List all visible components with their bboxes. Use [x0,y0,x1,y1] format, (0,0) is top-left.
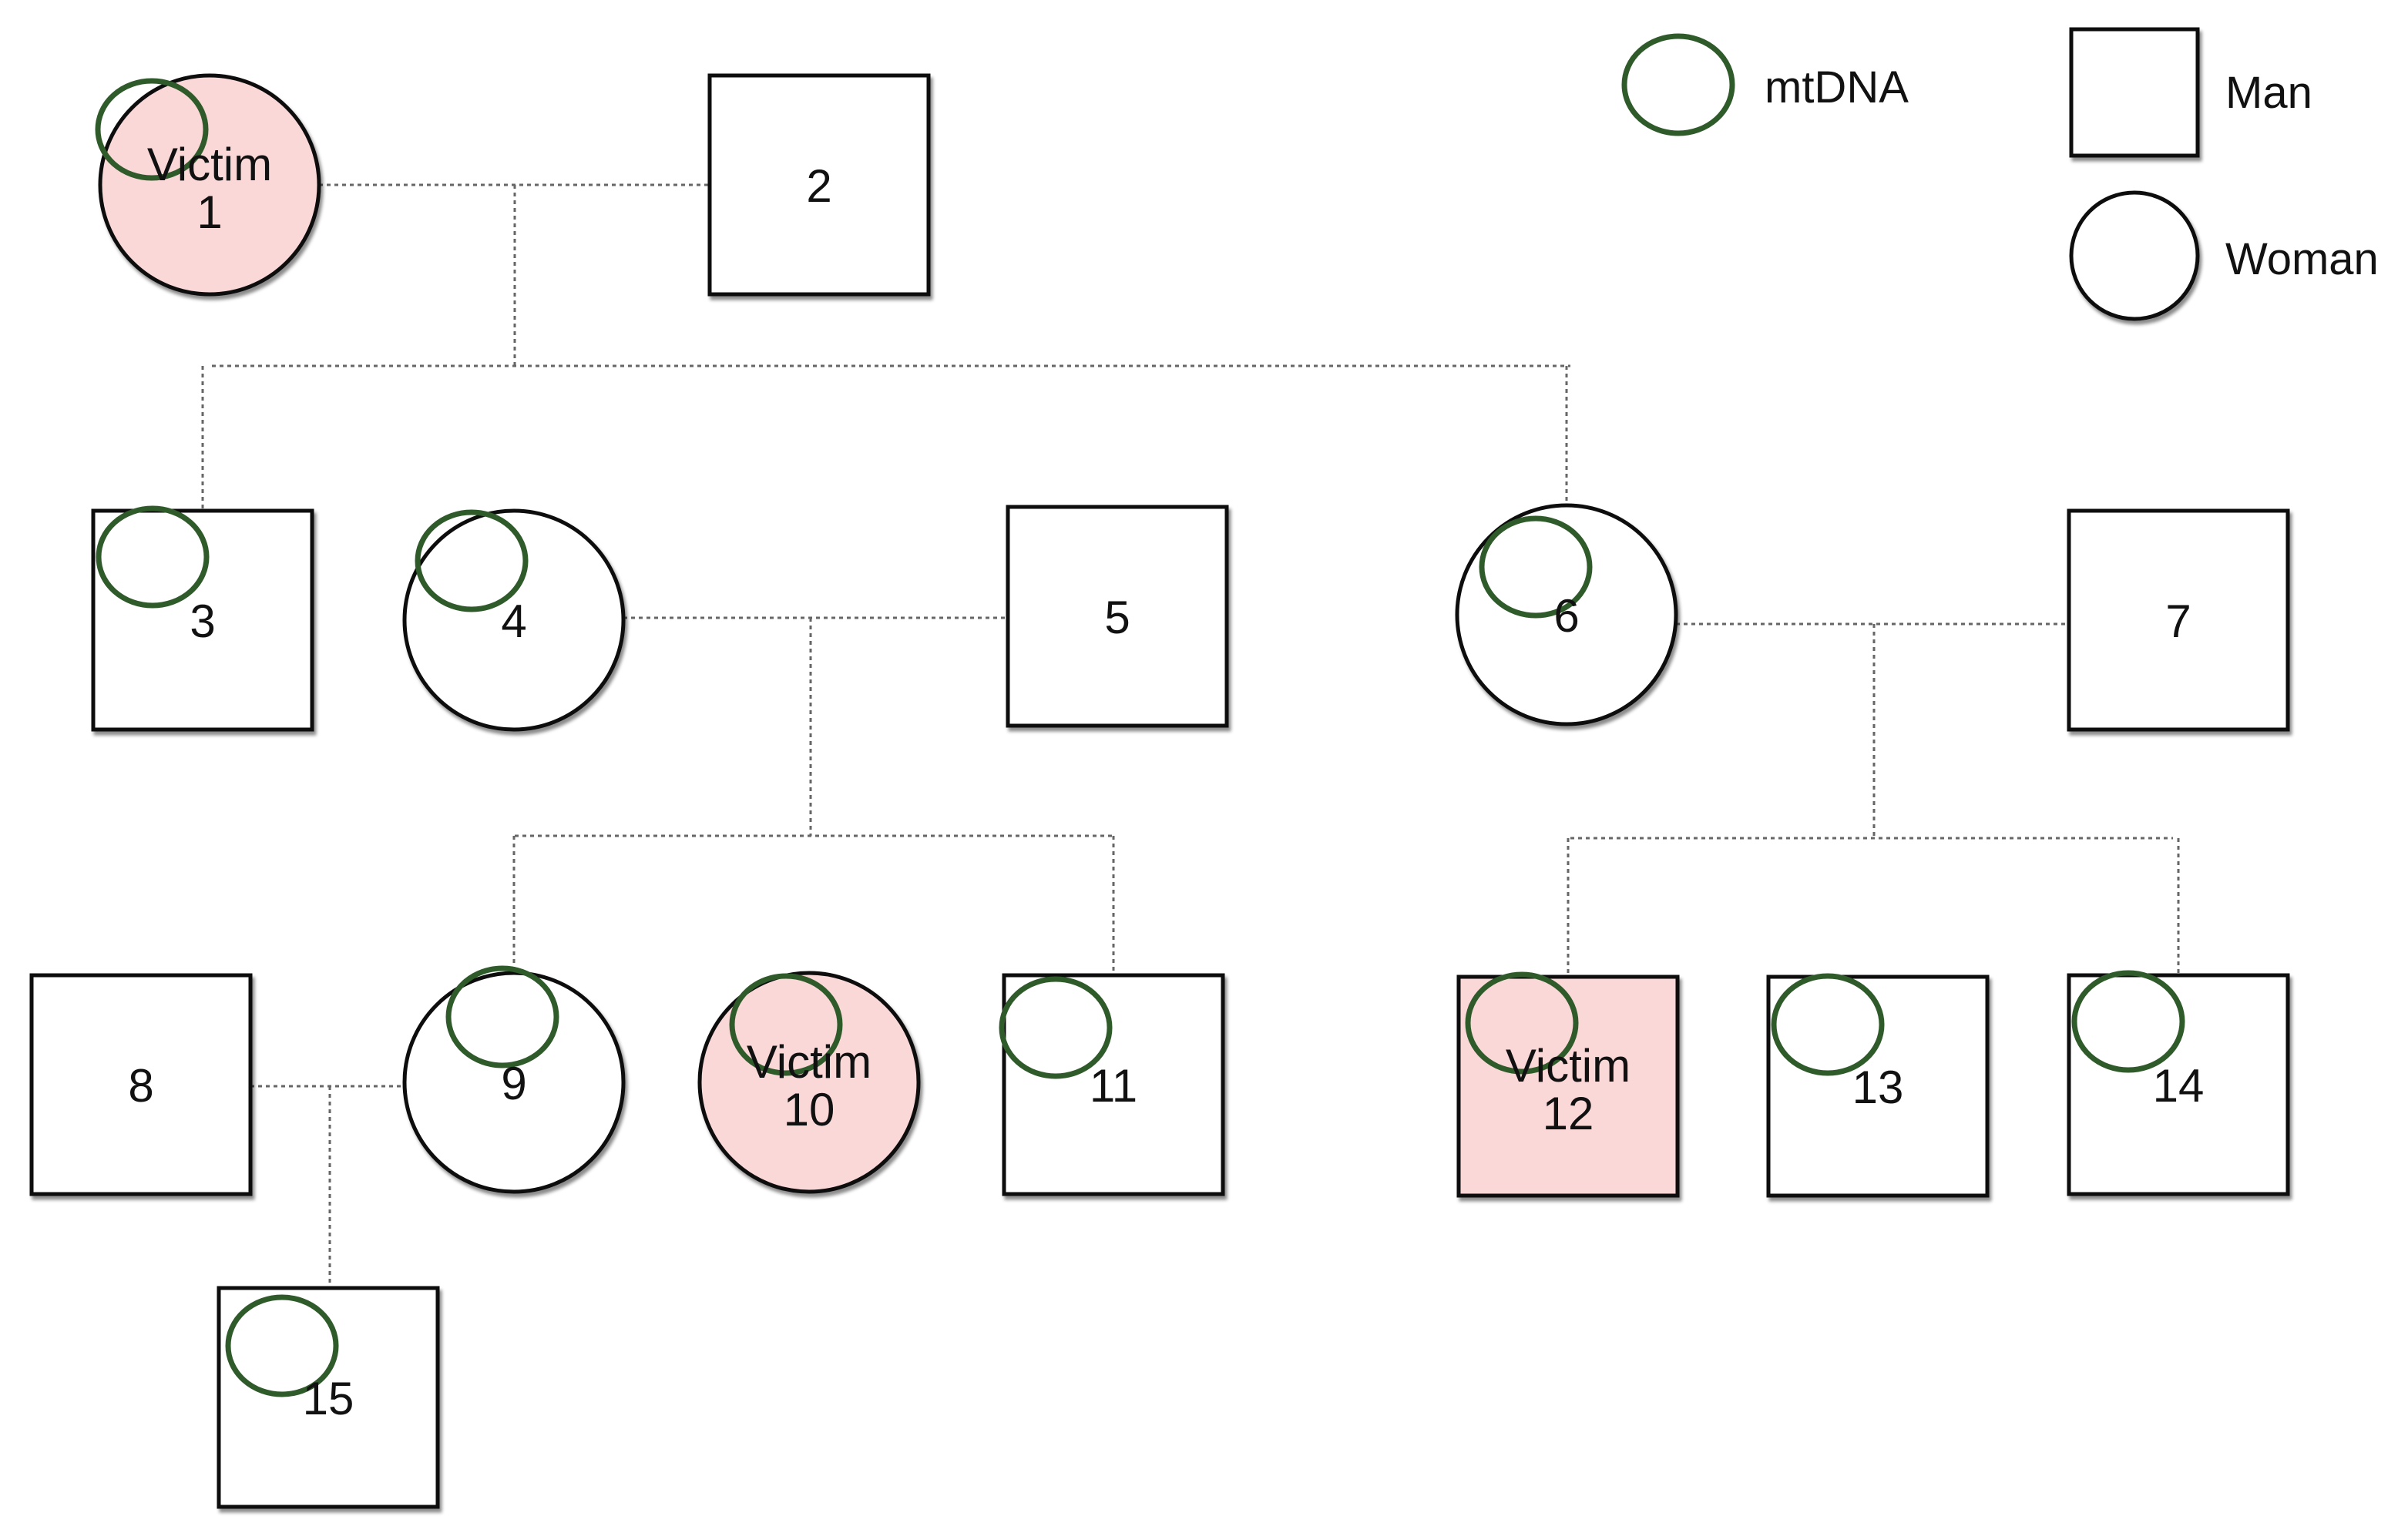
individual-5: 5 [1006,505,1229,728]
individual-11: 11 [999,973,1225,1196]
legend-mtdna-label: mtDNA [1765,62,1909,112]
woman-circle-icon [98,73,321,297]
individual-number: 11 [1090,1060,1137,1112]
individual-13: 13 [1766,973,1990,1198]
man-square-icon [2067,508,2290,732]
legend-woman-circle-icon [2069,190,2200,321]
mtdna-ring-icon [225,1294,339,1397]
man-square-icon [707,73,931,297]
mtdna-ring-icon [415,509,529,612]
victim-label: Victim [1506,1040,1631,1092]
individual-number: 5 [1104,592,1130,643]
legend-man-label: Man [2225,68,2312,118]
individual-number: 7 [2165,595,2191,647]
legend: mtDNA Man Woman [1621,27,2379,321]
man-square-icon [2067,973,2290,1196]
mtdna-ring-icon [2071,970,2185,1073]
man-square-icon [1456,974,1680,1198]
individual-9: 9 [402,965,626,1194]
individual-2: 2 [707,73,931,297]
legend-man-square-icon [2069,27,2200,158]
mtdna-ring-icon [96,505,210,609]
man-square-icon [1002,973,1225,1196]
man-square-icon [1006,505,1229,728]
victim-label: Victim [747,1036,872,1088]
mtdna-ring-icon [999,976,1113,1079]
man-square-icon [29,973,253,1196]
individual-8: 8 [29,973,253,1196]
woman-circle-icon [697,971,921,1194]
individual-number: 13 [1852,1062,1904,1113]
mtdna-ring-icon [445,965,559,1068]
woman-circle-icon [1455,503,1678,726]
individual-number: 15 [303,1373,354,1424]
individual-number: 4 [501,595,526,647]
man-square-icon [91,508,314,732]
individual-number: 6 [1553,590,1579,642]
mtdna-ring-icon [729,973,843,1076]
mtdna-ring-icon [95,78,209,181]
individual-number: 1 [196,186,222,238]
individual-number: 12 [1543,1088,1594,1139]
relationship-lines [201,183,2180,1293]
legend-mtdna-ring-icon [1621,33,1735,136]
individual-number: 2 [806,160,831,212]
woman-circle-icon [402,508,626,732]
individual-7: 7 [2067,508,2290,732]
individual-6: 6 [1455,503,1678,726]
victim-label: Victim [147,139,272,190]
woman-circle-icon [402,971,626,1194]
individual-number: 10 [784,1084,835,1135]
individual-14: 14 [2067,970,2290,1196]
individual-number: 14 [2153,1060,2205,1112]
mtdna-ring-icon [1771,973,1885,1076]
individual-4: 4 [402,508,626,732]
individual-number: 9 [501,1058,526,1109]
mtdna-ring-icon [1465,971,1579,1075]
individual-3: 3 [91,505,314,732]
individual-number: 8 [128,1060,153,1112]
individual-15: 15 [217,1286,440,1509]
mtdna-ring-icon [1479,515,1593,619]
legend-woman-label: Woman [2225,234,2379,284]
individual-number: 3 [190,595,215,647]
